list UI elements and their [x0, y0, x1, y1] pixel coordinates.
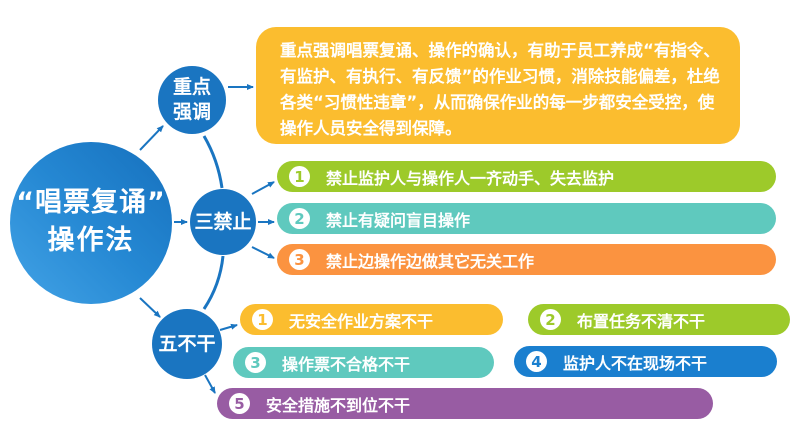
node-emphasis-line2: 强调 [172, 101, 211, 123]
number-badge: 3 [289, 249, 310, 270]
prohibition-item-1: 1 禁止监护人与操作人一齐动手、失去监护 [277, 161, 776, 192]
main-title-line1: “唱票复诵” [16, 187, 166, 218]
dont-item-4: 4 监护人不在现场不干 [514, 346, 777, 377]
prohibition-text: 禁止监护人与操作人一齐动手、失去监护 [326, 168, 615, 188]
node-three-label: 三禁止 [194, 210, 252, 233]
number-badge: 1 [289, 166, 310, 187]
main-title-line2: 操作法 [47, 225, 135, 256]
dont-text: 操作票不合格不干 [282, 354, 411, 374]
prohibition-item-3: 3 禁止边操作边做其它无关工作 [277, 244, 776, 275]
prohibition-text: 禁止边操作边做其它无关工作 [326, 251, 535, 271]
dont-text: 监护人不在现场不干 [563, 353, 708, 373]
number-badge: 3 [245, 352, 266, 373]
number-badge: 2 [540, 309, 561, 330]
prohibition-text: 禁止有疑问盲目操作 [326, 210, 471, 230]
dont-text: 安全措施不到位不干 [266, 395, 411, 415]
prohibition-item-2: 2 禁止有疑问盲目操作 [277, 203, 776, 234]
node-emphasis-line1: 重点 [172, 76, 211, 98]
emphasis-callout: 重点强调唱票复诵、操作的确认，有助于员工养成“有指令、有监护、有执行、有反馈”的… [256, 27, 740, 144]
dont-item-5: 5 安全措施不到位不干 [217, 388, 713, 419]
dont-item-2: 2 布置任务不清不干 [528, 304, 790, 335]
number-badge: 1 [252, 309, 273, 330]
node-three-prohibitions: 三禁止 [190, 189, 256, 255]
node-emphasis: 重点 强调 [158, 66, 226, 134]
node-five-donts: 五不干 [152, 309, 222, 379]
number-badge: 5 [229, 393, 250, 414]
dont-text: 布置任务不清不干 [577, 311, 706, 331]
node-five-label: 五不干 [158, 332, 216, 355]
main-topic-circle: “唱票复诵” 操作法 [10, 142, 172, 304]
dont-text: 无安全作业方案不干 [289, 311, 434, 331]
callout-text: 重点强调唱票复诵、操作的确认，有助于员工养成“有指令、有监护、有执行、有反馈”的… [280, 41, 720, 138]
dont-item-1: 1 无安全作业方案不干 [240, 304, 503, 335]
dont-item-3: 3 操作票不合格不干 [233, 347, 494, 378]
number-badge: 4 [526, 351, 547, 372]
number-badge: 2 [289, 208, 310, 229]
